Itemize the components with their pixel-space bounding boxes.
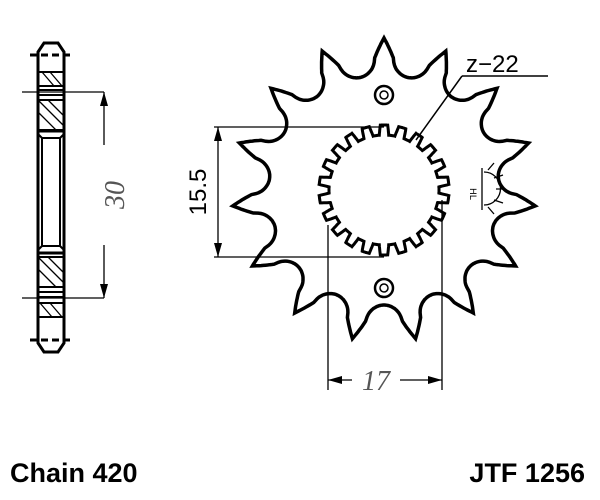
surface-mark-glyph: HL (467, 188, 477, 200)
part-number: JTF 1256 (469, 458, 585, 488)
sprocket-outline (229, 34, 539, 343)
surface-treatment-symbol (481, 162, 505, 215)
bore-dimension (214, 126, 384, 258)
side-view (22, 41, 108, 354)
mounting-hole-top (373, 84, 395, 106)
front-view (214, 34, 548, 390)
chain-label: Chain 420 (10, 458, 138, 488)
hub-dimension-label: 30 (100, 181, 131, 210)
mounting-hole-bottom (373, 277, 395, 299)
spline-dimension-label: 17 (362, 366, 391, 397)
teeth-count-label: z−22 (466, 51, 519, 78)
bore-dimension-label: 15.5 (185, 169, 212, 216)
spline-bore (317, 123, 451, 257)
teeth-leader (415, 75, 548, 141)
spline-dimension (327, 200, 443, 390)
